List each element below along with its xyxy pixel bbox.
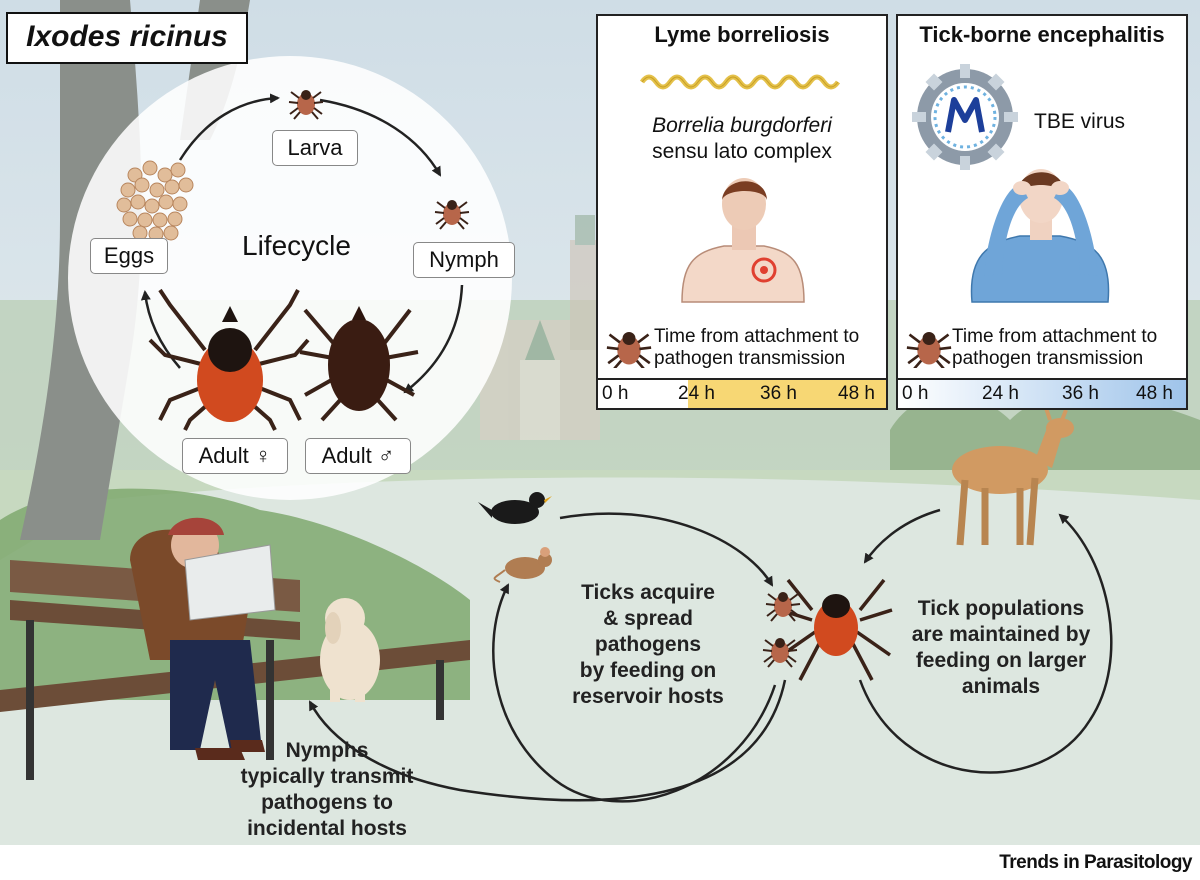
lyme-title: Lyme borreliosis [654, 22, 830, 47]
arrow-eggs-to-larva [178, 93, 280, 161]
arrow-adult-to-eggs [140, 290, 181, 369]
tbe-time-label-2: pathogen transmission [952, 348, 1144, 369]
arrow-tick-to-deer [858, 513, 1113, 774]
arrow-deer-to-tick [863, 508, 941, 564]
dog [320, 598, 380, 702]
nymph-label: Nymph [413, 242, 515, 278]
incidental-hosts-annotation: Nymphs typically transmit pathogens to i… [240, 739, 414, 840]
borrelia-spirochete-icon [639, 74, 841, 90]
larger-animals-annotation: Tick populations are maintained by feedi… [911, 597, 1091, 698]
tbe-timeline: 0 h 24 h 36 h 48 h [898, 378, 1186, 408]
person-back-rash-icon [681, 178, 805, 303]
arrow-reservoir-return [492, 583, 777, 803]
lyme-panel: Lyme borreliosis Borrelia burgdorferi se… [596, 14, 888, 410]
arrow-larva-to-nymph [319, 98, 442, 177]
castle [480, 215, 600, 440]
deer [952, 407, 1074, 546]
lyme-tick-48: 48 h [838, 383, 875, 404]
blackbird [478, 492, 552, 524]
eggs-cluster [116, 160, 194, 242]
tbe-tick-36: 36 h [1062, 383, 1099, 404]
tbe-tick-48: 48 h [1136, 383, 1173, 404]
eggs-label: Eggs [90, 238, 168, 274]
adult-male-tick [299, 306, 419, 422]
adult-female-label: Adult ♀ [182, 438, 288, 474]
tbe-virus-icon [912, 64, 1018, 170]
mouse [493, 547, 552, 583]
tbe-virus-label: TBE virus [1034, 110, 1126, 133]
lyme-tick-icon [606, 332, 652, 368]
lyme-timeline-highlight [688, 380, 886, 408]
reservoir-annotation: Ticks acquire & spread pathogens by feed… [572, 581, 724, 708]
tbe-time-label-1: Time from attachment to [952, 326, 1158, 347]
tbe-tick-icon [906, 332, 952, 368]
journal-credit: Trends in Parasitology [999, 852, 1192, 873]
lifecycle-circle [68, 56, 512, 500]
species-title: Ixodes ricinus [6, 12, 248, 64]
lyme-tick-24: 24 h [678, 383, 715, 404]
arrow-to-incidental-host [308, 679, 787, 802]
lyme-pathogen-name: Borrelia burgdorferi [652, 114, 832, 137]
person-headache-icon [970, 169, 1110, 303]
tbe-tick-24: 24 h [982, 383, 1019, 404]
adult-male-label: Adult ♂ [305, 438, 411, 474]
lyme-time-label-2: pathogen transmission [654, 348, 846, 369]
arrow-nymph-to-adult [403, 284, 464, 394]
tbe-title: Tick-borne encephalitis [919, 22, 1165, 47]
tbe-panel: Tick-borne encephalitis TBE virus [896, 14, 1188, 410]
lyme-pathogen-complex: sensu lato complex [652, 140, 832, 163]
lyme-tick-0: 0 h [602, 383, 629, 404]
arrow-reservoir-loop [559, 512, 774, 587]
lyme-time-label-1: Time from attachment to [654, 326, 860, 347]
tbe-tick-0: 0 h [902, 383, 929, 404]
larva-label: Larva [272, 130, 358, 166]
man-reading-newspaper [130, 517, 276, 760]
lyme-tick-36: 36 h [760, 383, 797, 404]
lifecycle-label: Lifecycle [242, 230, 351, 261]
adult-female-tick [148, 288, 310, 431]
lyme-timeline: 0 h 24 h 36 h 48 h [598, 378, 886, 408]
tbe-timeline-highlight [898, 380, 1186, 408]
scene-adult-tick [779, 578, 893, 681]
footer-band [0, 845, 1200, 880]
